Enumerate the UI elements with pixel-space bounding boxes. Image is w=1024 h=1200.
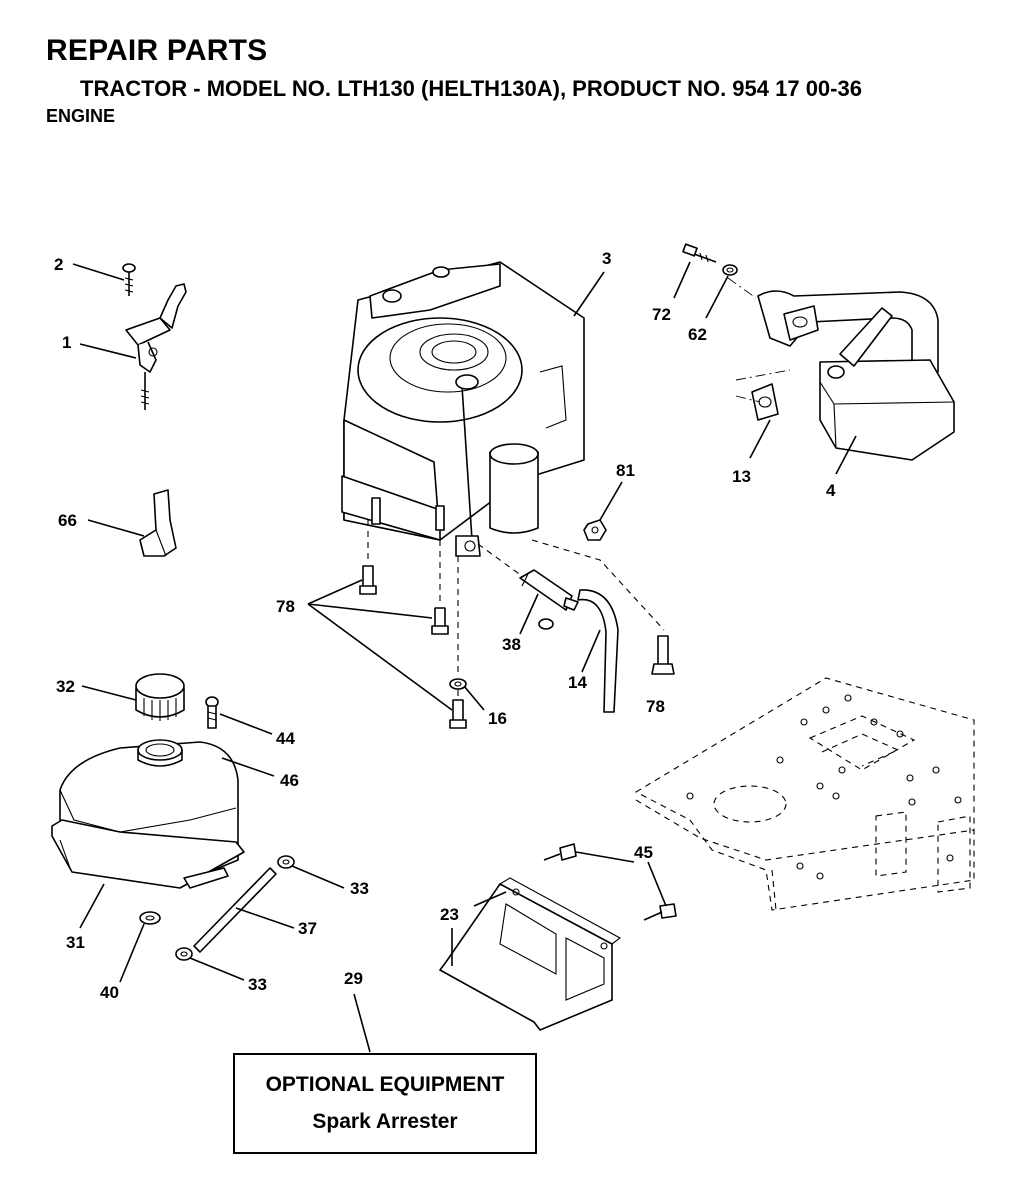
leader-line [519,593,539,635]
optional-equipment-box: OPTIONAL EQUIPMENT Spark Arrester [233,1053,537,1154]
callout-31: 31 [66,933,85,952]
drain-valve-part [519,569,579,630]
model-subtitle: TRACTOR - MODEL NO. LTH130 (HELTH130A), … [80,76,862,101]
tractor-frame-outline [634,677,975,911]
callout-81: 81 [616,461,635,480]
leader-line [79,343,137,359]
leader-line [189,957,245,981]
screw-part-44 [205,696,219,729]
heat-shield-part [439,877,622,1031]
callout-32: 32 [56,677,75,696]
leader-line [307,603,453,711]
washer-part-62 [722,264,738,276]
callout-45: 45 [634,843,653,862]
optional-equipment-item: Spark Arrester [312,1110,458,1133]
leader-line [463,685,485,711]
callout-46: 46 [280,771,299,790]
bolts-part-78 [359,565,675,729]
leader-line [749,419,771,459]
callout-44: 44 [276,729,295,748]
callout-4: 4 [826,481,836,500]
nut-part [583,519,607,541]
leader-line [219,713,273,735]
leader-line [581,629,601,673]
callout-72: 72 [652,305,671,324]
callout-29: 29 [344,969,363,988]
lever-knob-part [139,489,177,557]
leader-line [835,435,857,475]
leader-line [72,263,125,281]
hose-clamp-part-upper [277,855,295,869]
leader-line [81,685,137,701]
callout-33-upper: 33 [350,879,369,898]
leader-line [573,271,605,317]
callout-23: 23 [440,905,459,924]
hose-part [577,589,619,713]
callout-33-lower: 33 [248,975,267,994]
leader-line [353,993,371,1053]
engine-part [341,261,585,557]
fuel-line-part [193,867,277,953]
leader-line [575,851,635,863]
throttle-control-part [125,283,187,410]
callout-78-left: 78 [276,597,295,616]
bolt-part-72 [682,243,717,263]
callout-78-right: 78 [646,697,665,716]
leader-line [235,907,295,929]
leader-line [673,261,691,299]
callout-14: 14 [568,673,587,692]
optional-equipment-title: OPTIONAL EQUIPMENT [265,1073,505,1096]
leader-line [79,883,105,929]
fuel-cap-part [135,673,185,721]
leader-line [705,275,729,319]
callout-2: 2 [54,255,63,274]
callout-37: 37 [298,919,317,938]
leader-line [647,861,667,907]
callout-1: 1 [62,333,71,352]
leader-line [221,757,275,777]
callout-3: 3 [602,249,611,268]
gasket-part [751,383,779,421]
leader-line [291,865,345,889]
leader-line [307,603,433,619]
callout-40: 40 [100,983,119,1002]
screw-part-2 [122,263,136,296]
leader-line [307,579,363,605]
washer-part-16 [449,678,467,690]
callout-66: 66 [58,511,77,530]
callout-62: 62 [688,325,707,344]
leader-line [599,481,623,521]
section-label: ENGINE [46,106,116,126]
callout-13: 13 [732,467,751,486]
leader-line [87,519,145,537]
grommet-part [139,911,161,925]
hose-clamp-part-lower [175,947,193,961]
callout-38: 38 [502,635,521,654]
page-title: REPAIR PARTS [46,34,268,67]
fuel-tank-part [51,739,245,889]
screws-part-45 [543,843,677,921]
leader-line [119,923,145,983]
leader-line [473,891,507,907]
muffler-part [757,290,955,461]
callout-16: 16 [488,709,507,728]
